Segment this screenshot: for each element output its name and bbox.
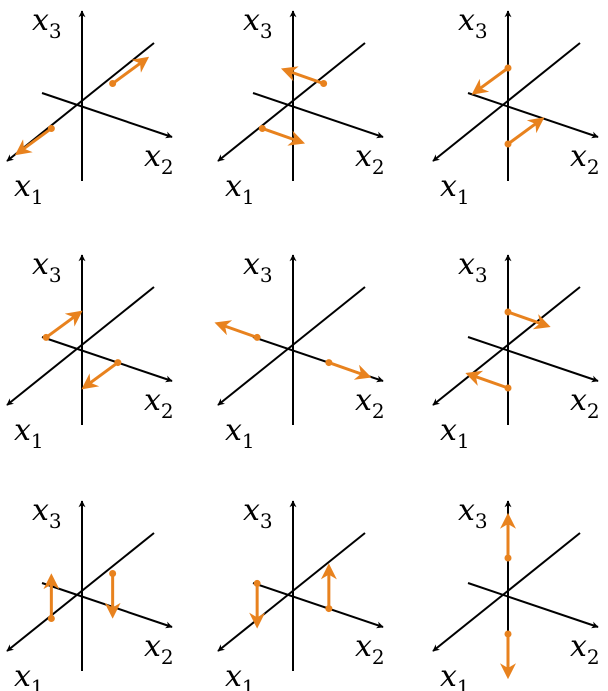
x1-axis (217, 42, 366, 162)
x1-axis (432, 286, 581, 406)
x2-label: x2 (570, 383, 600, 423)
x1-axis (217, 286, 366, 406)
application-point (504, 64, 512, 72)
application-point (114, 359, 122, 367)
x1-axis (6, 286, 155, 406)
x2-label: x2 (570, 139, 600, 179)
application-point (504, 308, 512, 316)
x2-label: x2 (144, 629, 174, 669)
application-point (325, 605, 333, 613)
x2-label: x2 (570, 629, 600, 669)
application-point (47, 614, 55, 622)
x2-label: x2 (144, 383, 174, 423)
traction-arrow (328, 361, 372, 380)
application-point (109, 80, 117, 88)
panel-p23: x3 x2 x1 (432, 247, 600, 453)
x2-label: x2 (355, 383, 385, 423)
x2-label: x2 (355, 139, 385, 179)
x2-axis (467, 336, 599, 383)
application-point (504, 554, 512, 562)
panel-p33: x3 x2 x1 (432, 493, 600, 691)
x3-label: x3 (32, 247, 62, 287)
traction-arrow (507, 117, 545, 146)
x2-axis (467, 582, 599, 629)
x1-label: x1 (440, 413, 470, 453)
x1-axis (432, 42, 581, 162)
traction-arrow (111, 56, 150, 85)
application-point (504, 630, 512, 638)
panel-p32: x3 x2 x1 (217, 493, 385, 691)
traction-arrow (14, 127, 53, 156)
x3-label: x3 (458, 493, 488, 533)
panel-p13: x3 x2 x1 (432, 3, 600, 209)
x3-label: x3 (243, 493, 273, 533)
x2-axis (467, 92, 599, 139)
x1-axis (6, 532, 155, 652)
x1-label: x1 (225, 659, 255, 691)
application-point (42, 333, 50, 341)
traction-arrow (507, 310, 551, 330)
x2-axis (252, 582, 384, 629)
x3-label: x3 (458, 3, 488, 43)
x3-label: x3 (32, 3, 62, 43)
x1-label: x1 (225, 413, 255, 453)
x2-axis (41, 336, 173, 383)
x1-label: x1 (14, 659, 44, 691)
panel-p22: x3 x2 x1 (214, 247, 385, 453)
panel-p11: x3 x2 x1 (6, 3, 174, 209)
application-point (504, 140, 512, 148)
traction-arrow (465, 370, 509, 390)
x2-label: x2 (144, 139, 174, 179)
traction-arrow (214, 320, 258, 339)
traction-arrow (261, 127, 306, 146)
traction-arrow (280, 66, 325, 85)
x1-label: x1 (440, 659, 470, 691)
panel-p31: x3 x2 x1 (6, 493, 174, 691)
application-point (253, 333, 261, 341)
x1-label: x1 (14, 413, 44, 453)
x3-label: x3 (243, 3, 273, 43)
traction-arrow (45, 310, 83, 339)
x3-label: x3 (243, 247, 273, 287)
application-point (47, 124, 55, 132)
application-point (320, 80, 328, 88)
application-point (504, 384, 512, 392)
x2-axis (41, 582, 173, 629)
x1-axis (217, 532, 366, 652)
panel-p21: x3 x2 x1 (6, 247, 174, 453)
panel-p12: x3 x2 x1 (217, 3, 385, 209)
x2-axis (41, 92, 173, 139)
application-point (258, 124, 266, 132)
x1-axis (432, 532, 581, 652)
x3-label: x3 (32, 493, 62, 533)
x1-label: x1 (225, 169, 255, 209)
x2-label: x2 (355, 629, 385, 669)
traction-arrow (471, 66, 509, 95)
x3-label: x3 (458, 247, 488, 287)
application-point (109, 570, 117, 578)
application-point (325, 359, 333, 367)
x1-label: x1 (14, 169, 44, 209)
x1-label: x1 (440, 169, 470, 209)
x2-axis (252, 92, 384, 139)
traction-arrow (81, 361, 119, 390)
application-point (253, 579, 261, 587)
